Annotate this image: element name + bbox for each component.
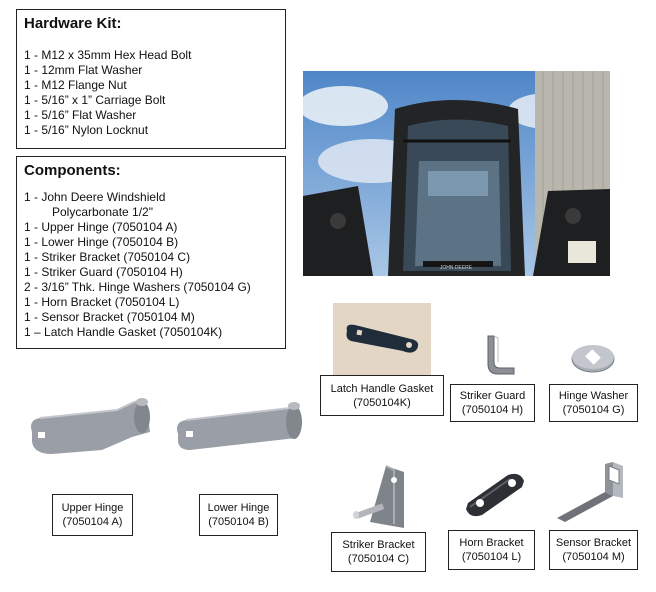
- components-box: Components: 1 - John Deere Windshield Po…: [16, 156, 286, 349]
- component-item: 1 - Striker Bracket (7050104 C): [24, 250, 191, 264]
- part-name: Horn Bracket: [459, 537, 524, 549]
- component-item: 1 - Striker Guard (7050104 H): [24, 265, 183, 279]
- sensor-bracket-image: [551, 458, 631, 526]
- component-item: 1 - Upper Hinge (7050104 A): [24, 220, 178, 234]
- part-name: Hinge Washer: [558, 390, 629, 402]
- part-code: (7050104 B): [208, 516, 269, 528]
- hardware-kit-box: Hardware Kit: 1 - M12 x 35mm Hex Head Bo…: [16, 9, 286, 149]
- hardware-item: 1 - 5/16” Flat Washer: [24, 108, 137, 122]
- hardware-kit-title: Hardware Kit:: [24, 15, 122, 32]
- part-code: (7050104 G): [562, 404, 625, 416]
- hardware-item: 1 - 5/16” x 1” Carriage Bolt: [24, 93, 166, 107]
- component-item: 1 - Horn Bracket (7050104 L): [24, 295, 180, 309]
- part-name: Sensor Bracket: [555, 537, 632, 549]
- component-item: 1 - Sensor Bracket (7050104 M): [24, 310, 195, 324]
- part-code: (7050104K): [353, 396, 411, 409]
- striker-guard-image: [480, 332, 520, 380]
- part-code: (7050104 H): [461, 404, 524, 416]
- hardware-item: 1 - 5/16” Nylon Locknut: [24, 123, 149, 137]
- upper-hinge-image: [22, 392, 156, 462]
- part-name: Upper Hinge: [61, 502, 124, 514]
- part-code: (7050104 C): [347, 553, 410, 565]
- hardware-item: 1 - 12mm Flat Washer: [24, 63, 143, 77]
- component-item: 2 - 3/16” Thk. Hinge Washers (7050104 G): [24, 280, 251, 294]
- striker-guard-caption: Striker Guard (7050104 H): [450, 384, 535, 422]
- lower-hinge-caption: Lower Hinge (7050104 B): [199, 494, 278, 536]
- skid-steer-photo: JOHN DEERE: [298, 71, 610, 276]
- component-item: Polycarbonate 1/2": [52, 205, 153, 219]
- part-name: Lower Hinge: [207, 502, 270, 514]
- latch-gasket-caption: Latch Handle Gasket (7050104K): [320, 375, 444, 416]
- latch-gasket-image: [333, 303, 431, 375]
- hinge-washer-caption: Hinge Washer (7050104 G): [549, 384, 638, 422]
- components-title: Components:: [24, 162, 121, 179]
- part-name: Latch Handle Gasket: [330, 382, 434, 395]
- part-code: (7050104 L): [461, 551, 522, 563]
- striker-bracket-image: [350, 462, 410, 532]
- hinge-washer-image: [569, 342, 617, 374]
- sensor-bracket-caption: Sensor Bracket (7050104 M): [549, 530, 638, 570]
- component-item: 1 - John Deere Windshield: [24, 190, 166, 204]
- hardware-item: 1 - M12 x 35mm Hex Head Bolt: [24, 48, 192, 62]
- john-deere-decal: JOHN DEERE: [440, 265, 473, 271]
- striker-bracket-caption: Striker Bracket (7050104 C): [331, 532, 426, 572]
- component-item: 1 - Lower Hinge (7050104 B): [24, 235, 179, 249]
- lower-hinge-image: [170, 398, 310, 454]
- horn-bracket-image: [462, 469, 528, 519]
- component-item: 1 – Latch Handle Gasket (7050104K): [24, 325, 223, 339]
- part-code: (7050104 M): [562, 551, 625, 563]
- part-name: Striker Guard: [459, 390, 526, 402]
- horn-bracket-caption: Horn Bracket (7050104 L): [448, 530, 535, 570]
- hardware-item: 1 - M12 Flange Nut: [24, 78, 127, 92]
- part-name: Striker Bracket: [342, 539, 415, 551]
- upper-hinge-caption: Upper Hinge (7050104 A): [52, 494, 133, 536]
- part-code: (7050104 A): [62, 516, 123, 528]
